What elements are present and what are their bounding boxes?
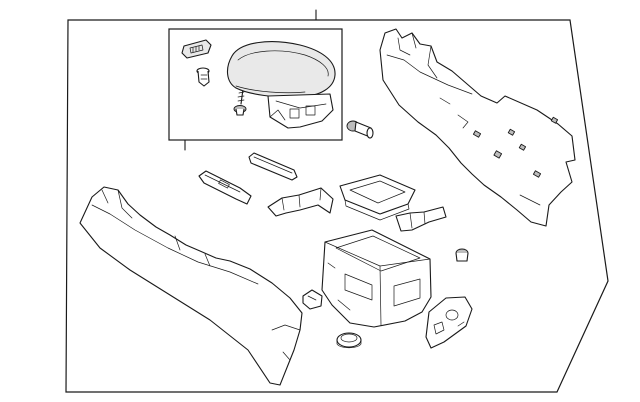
pin — [346, 120, 374, 139]
round-cap — [336, 332, 362, 349]
console-bracket-center — [248, 152, 298, 181]
console-lower-panel — [79, 186, 303, 386]
end-bracket — [425, 296, 473, 349]
release-button — [181, 39, 212, 59]
console-box-body — [321, 229, 432, 328]
clip-small — [302, 289, 323, 310]
armrest-hinge-bracket — [267, 93, 334, 129]
lamp-socket — [455, 248, 469, 262]
console-upper-side-panel — [379, 28, 576, 227]
retainer-clip — [395, 206, 447, 232]
console-retainer — [267, 187, 334, 217]
armrest-screw — [233, 88, 247, 116]
armrest-clip — [196, 67, 210, 87]
console-bracket-left — [198, 170, 252, 205]
console-box-frame — [65, 9, 609, 393]
armrest-lid — [227, 41, 336, 98]
armrest-subassembly-box — [168, 28, 343, 151]
cup-holder-tray — [339, 174, 416, 221]
